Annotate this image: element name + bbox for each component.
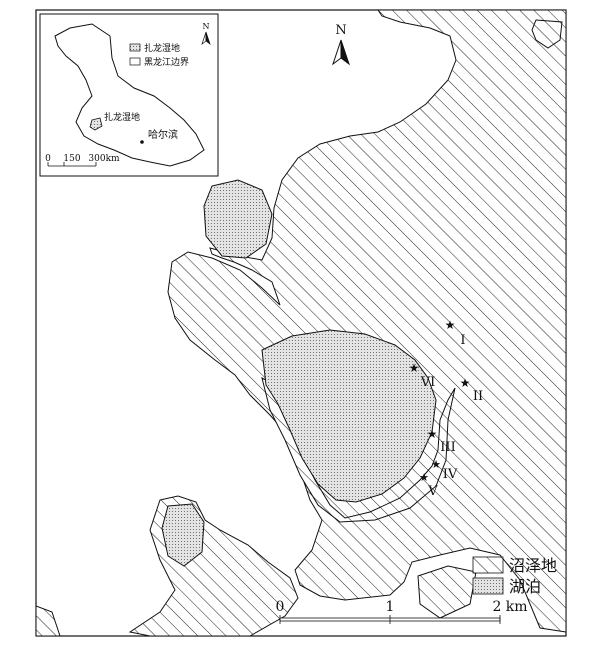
site-label-II: II [473,389,483,404]
inset-map: 扎龙湿地 哈尔滨 N 扎龙湿地 黑龙江边界 0 150 300km [39,13,219,177]
site-label-V: V [427,484,438,499]
site-label-IV: IV [443,467,458,482]
legend-label-lake: 湖泊 [509,577,541,596]
inset-wetland-label: 扎龙湿地 [104,111,140,123]
legend-label-marsh: 沼泽地 [509,556,557,575]
site-star-III: ★ [427,427,438,441]
site-star-V: ★ [419,471,429,484]
legend-swatch-marsh [472,556,504,574]
inset-north-label: N [203,22,210,31]
lake-main [261,329,437,503]
site-label-VI: VI [420,375,436,390]
inset-scale-label-150: 150 [63,154,80,164]
scale-label-2km: 2 km [492,599,527,615]
marsh-bottom-right [417,565,477,619]
heilongjiang-boundary [54,23,205,167]
site-markers: ★ I ★ II ★ III ★ IV ★ V ★ VI [409,318,484,499]
marsh-main [167,10,566,633]
scale-label-0: 0 [276,599,285,615]
inset-scale-label-0: 0 [45,154,51,164]
marsh-patch-top [531,19,563,49]
north-arrow: N [332,23,350,66]
site-star-VI: ★ [409,361,420,375]
site-star-I: ★ [445,318,456,332]
inset-city-label: 哈尔滨 [148,128,178,141]
inset-scalebar: 0 150 300km [45,154,120,167]
inset-scale-label-300: 300km [88,154,120,164]
legend-swatch-lake [472,577,504,595]
harbin-point [140,140,144,144]
marsh-lake-shore [261,377,456,523]
site-label-III: III [440,440,455,455]
inset-legend-label-wetland: 扎龙湿地 [144,42,180,54]
inset-legend-label-boundary: 黑龙江边界 [144,56,189,68]
inset-legend-swatch-boundary [129,57,141,66]
site-star-IV: ★ [431,458,441,471]
legend: 沼泽地 湖泊 [472,556,557,596]
north-arrow-label: N [335,23,346,38]
marsh-edge-sliver [36,605,61,636]
site-label-I: I [460,333,465,348]
inset-legend-swatch-wetland [129,43,141,52]
site-star-II: ★ [460,376,471,390]
scalebar: 0 1 2 km [276,599,528,624]
lake-north [203,179,273,259]
scale-label-1: 1 [386,599,395,615]
lake-southwest [161,503,205,567]
zhalong-wetland-patch [89,117,103,131]
